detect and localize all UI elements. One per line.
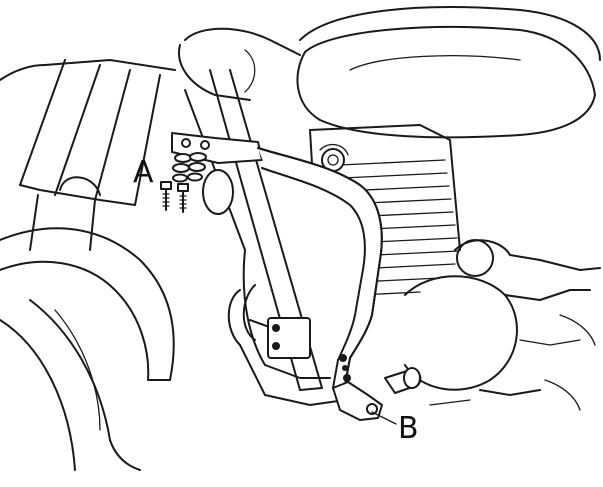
nut-icon xyxy=(187,172,203,182)
crash-bar xyxy=(171,132,383,421)
callout-label-a: A xyxy=(133,155,154,190)
washer-icon xyxy=(174,153,192,163)
front-fork xyxy=(0,59,176,251)
nut-icon xyxy=(172,173,188,183)
bolt-icon xyxy=(177,183,189,192)
round-cover xyxy=(202,169,234,215)
front-fender xyxy=(0,227,175,471)
engine-side-cover xyxy=(404,239,601,411)
hardware-kit xyxy=(160,152,207,213)
washer-icon xyxy=(188,162,206,172)
washer-icon xyxy=(189,152,207,162)
washer-icon xyxy=(172,163,190,173)
footpeg-stub xyxy=(384,367,422,394)
bolt-icon xyxy=(160,181,172,190)
engine-cradle xyxy=(227,284,346,406)
fuel-tank xyxy=(178,6,601,139)
callout-label-b: B xyxy=(398,411,419,446)
callout-b-leader xyxy=(371,411,397,425)
